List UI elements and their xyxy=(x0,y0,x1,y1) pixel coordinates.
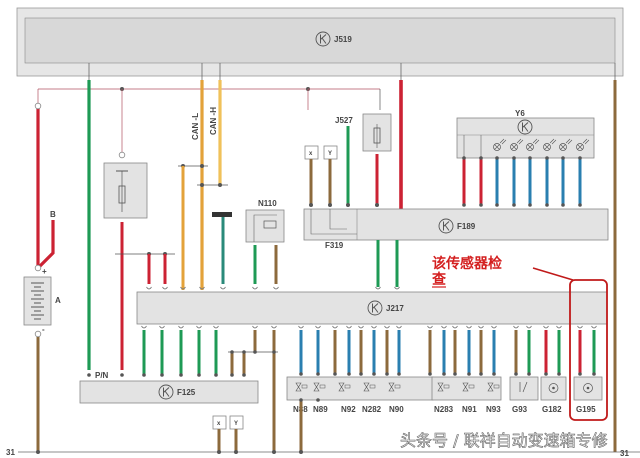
f125-label: F125 xyxy=(177,388,196,397)
solenoid-valve-icon xyxy=(388,382,401,392)
n110-solenoid xyxy=(245,209,285,243)
ground-label-right: 31 xyxy=(620,449,629,458)
minus-label: - xyxy=(42,325,45,334)
can-l-label: CAN -L xyxy=(191,113,200,140)
solenoid-valve-icon xyxy=(437,382,450,392)
annotation-line2: 查 xyxy=(432,271,447,288)
component-label: G195 xyxy=(576,405,596,414)
x-label-bottom: x xyxy=(217,421,221,427)
lamp-icon xyxy=(526,138,540,151)
lamp-icon xyxy=(493,138,507,151)
module-f189: F189 xyxy=(303,208,609,241)
sensor-box xyxy=(509,376,539,401)
n110-label: N110 xyxy=(258,199,277,208)
watermark: 头条号 / 联祥自动变速箱专修 xyxy=(400,431,608,450)
diagnostic-connector-icon xyxy=(212,212,232,217)
component-label: N91 xyxy=(462,405,477,414)
ground-label-left: 31 xyxy=(6,448,15,457)
solenoid-valve-icon xyxy=(313,382,326,392)
f189-label: F189 xyxy=(457,222,476,231)
f319-label: F319 xyxy=(325,241,344,250)
annotation-line1: 该传感器检 xyxy=(432,255,502,272)
highlight-box xyxy=(569,279,608,421)
b-label: B xyxy=(50,210,56,219)
lamp-icon xyxy=(510,138,524,151)
speed-sensor-icon xyxy=(548,383,559,393)
j519-label: J519 xyxy=(334,35,352,44)
j527-label: J527 xyxy=(335,116,353,125)
y-label-bottom: Y xyxy=(234,421,238,427)
battery-a xyxy=(23,276,52,326)
component-label: N282 xyxy=(362,405,382,414)
j217-label: J217 xyxy=(386,304,404,313)
battery-label: A xyxy=(55,296,61,305)
solenoid-valve-icon xyxy=(338,382,351,392)
module-j217: J217 xyxy=(136,291,608,325)
lamp-icon xyxy=(576,138,590,151)
module-j519: J519 xyxy=(16,7,624,77)
annotation-pointer xyxy=(532,267,574,281)
solenoid-valve-icon xyxy=(363,382,376,392)
y-label: Y xyxy=(328,151,332,157)
solenoid-valve-icon xyxy=(295,382,308,392)
solenoid-valve-icon xyxy=(487,382,500,392)
lamp-icon xyxy=(543,138,557,151)
module-f125: F125 xyxy=(79,380,259,404)
solenoid-block xyxy=(286,376,434,401)
component-label: G182 xyxy=(542,405,562,414)
component-label: N93 xyxy=(486,405,501,414)
component-label: G93 xyxy=(512,405,528,414)
component-label: N89 xyxy=(313,405,328,414)
fuse-block xyxy=(103,151,148,219)
component-label: N283 xyxy=(434,405,454,414)
component-label: N92 xyxy=(341,405,356,414)
x-label: x xyxy=(309,151,313,157)
component-label: N90 xyxy=(389,405,404,414)
thermistor-icon xyxy=(519,381,528,393)
solenoid-valve-icon xyxy=(462,382,475,392)
y6-label: Y6 xyxy=(515,109,525,118)
lamp-icons xyxy=(463,135,590,158)
lamp-icon xyxy=(559,138,573,151)
pn-label: P/N xyxy=(95,371,109,380)
can-h-label: CAN -H xyxy=(209,107,218,135)
module-y6 xyxy=(456,117,595,159)
speed-sensor-icon xyxy=(583,383,593,393)
annotation: 该传感器检 查 xyxy=(432,255,608,421)
plus-label: + xyxy=(42,267,47,276)
